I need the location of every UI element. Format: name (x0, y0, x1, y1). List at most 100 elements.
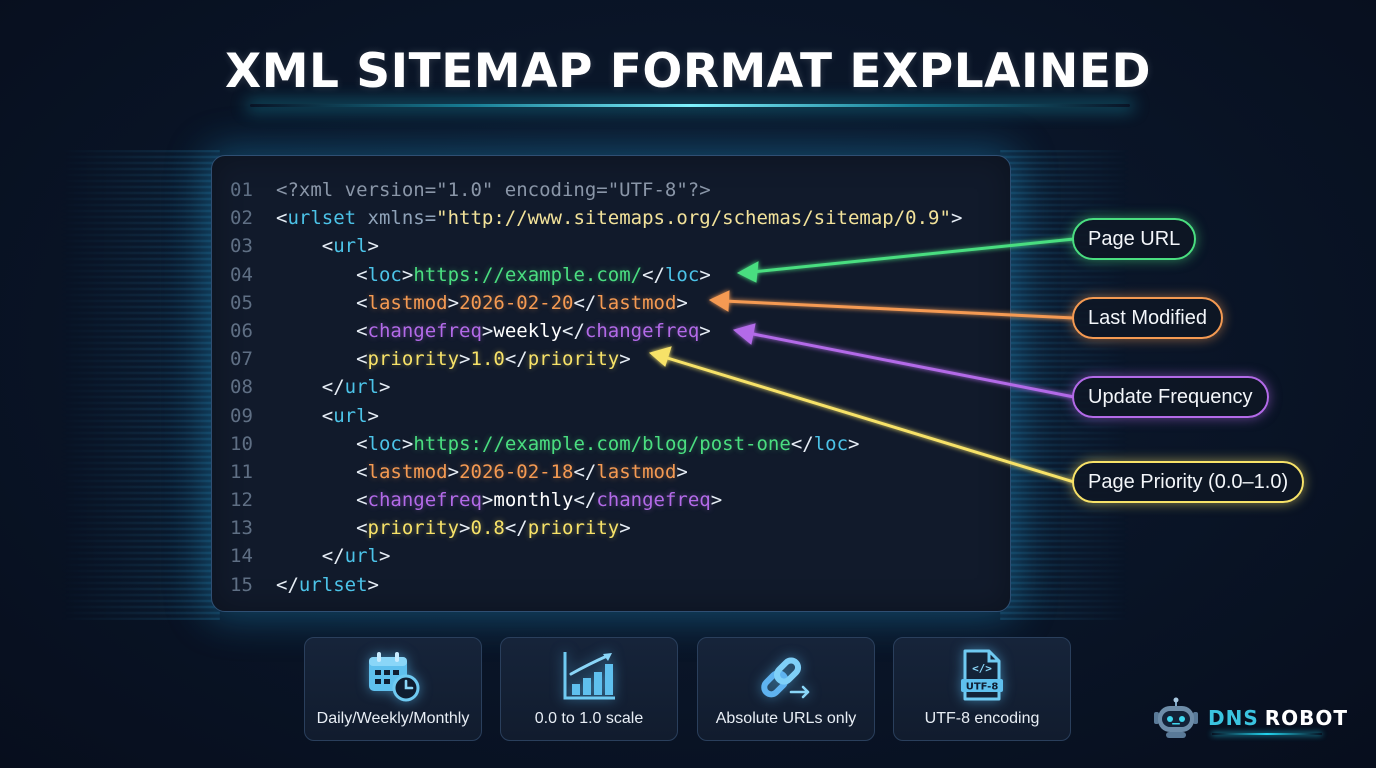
code-indent (276, 235, 322, 257)
code-text: </url> (276, 542, 391, 570)
line-number: 05 (230, 291, 253, 314)
code-indent (276, 292, 356, 314)
code-line: 15</urlset> (230, 571, 962, 599)
code-token: > (848, 432, 860, 455)
code-token: loc (664, 263, 700, 286)
feature-caption: 0.0 to 1.0 scale (534, 710, 644, 727)
code-text: <loc>https://example.com/blog/post-one</… (276, 430, 859, 458)
code-line: 14 </url> (230, 542, 962, 570)
code-text: </url> (276, 373, 391, 401)
feature-caption: UTF-8 encoding (924, 710, 1040, 727)
code-token: > (710, 489, 723, 512)
code-line: 09 <url> (230, 402, 962, 430)
calendar-clock-icon (363, 648, 423, 704)
code-token: < (356, 460, 368, 483)
code-token: > (676, 291, 688, 314)
code-text: <?xml version="1.0" encoding="UTF-8"?> (276, 176, 711, 204)
code-token: < (356, 319, 368, 342)
line-number: 06 (230, 319, 253, 342)
line-number: 10 (230, 432, 253, 455)
code-token: > (367, 404, 379, 427)
code-token: > (459, 517, 471, 540)
code-token: urlset (287, 207, 357, 230)
code-token: > (401, 432, 414, 455)
svg-text:</>: </> (972, 662, 992, 675)
code-token: url (333, 235, 368, 258)
code-panel: 01<?xml version="1.0" encoding="UTF-8"?>… (211, 155, 1011, 612)
robot-icon (1154, 697, 1198, 738)
code-line: 06 <changefreq>weekly</changefreq> (230, 317, 962, 345)
code-line: 05 <lastmod>2026-02-20</lastmod> (230, 289, 962, 317)
code-token: < (321, 404, 334, 427)
code-indent (276, 517, 356, 539)
code-line: 13 <priority>0.8</priority> (230, 514, 962, 542)
code-line: 04 <loc>https://example.com/</loc> (230, 261, 962, 289)
code-token: < (321, 235, 334, 258)
code-token: 2026-02-18 (459, 460, 574, 483)
line-number: 13 (230, 517, 253, 540)
code-token: lastmod (596, 291, 677, 314)
code-token: lastmod (596, 460, 677, 483)
code-text: <lastmod>2026-02-20</lastmod> (276, 289, 688, 317)
label-last-modified: Last Modified (1072, 297, 1223, 339)
code-token: "http://www.sitemaps.org/schemas/sitemap… (436, 207, 951, 230)
label-page-priority: Page Priority (0.0–1.0) (1072, 461, 1305, 503)
code-line: 12 <changefreq>monthly</changefreq> (230, 486, 962, 514)
code-text: <changefreq>monthly</changefreq> (276, 486, 722, 514)
code-token: > (367, 573, 379, 596)
code-token: url (344, 545, 379, 568)
line-number: 12 (230, 489, 253, 512)
logo-underline-glow (1212, 733, 1322, 735)
code-indent (276, 264, 356, 286)
code-token: priority (527, 348, 620, 371)
logo-text-dns: DNS (1208, 706, 1259, 730)
code-token: priority (367, 517, 460, 540)
page-title: XML SITEMAP FORMAT EXPLAINED (224, 44, 1151, 99)
link-arrow-icon (756, 648, 816, 704)
line-number: 09 (230, 404, 253, 427)
code-token: > (481, 489, 494, 512)
code-line: 11 <lastmod>2026-02-18</lastmod> (230, 458, 962, 486)
code-token: url (344, 376, 379, 399)
code-token: weekly (493, 319, 563, 342)
code-token: > (619, 517, 631, 540)
code-line: 10 <loc>https://example.com/blog/post-on… (230, 430, 962, 458)
code-token: url (333, 404, 368, 427)
code-token: 0.8 (470, 517, 505, 540)
code-token: > (619, 348, 631, 371)
code-token: </ (504, 517, 528, 540)
code-token: </ (276, 573, 299, 596)
feature-caption: Absolute URLs only (715, 710, 857, 727)
code-token: 1.0 (470, 348, 505, 371)
code-token: > (447, 460, 460, 483)
code-indent (276, 433, 356, 455)
code-token: </ (573, 489, 597, 512)
code-token: </ (790, 432, 814, 455)
code-token: > (447, 291, 460, 314)
code-indent (276, 461, 356, 483)
code-token: > (367, 235, 379, 258)
code-token: > (699, 319, 711, 342)
code-line: 03 <url> (230, 232, 962, 260)
line-number: 15 (230, 573, 253, 596)
label-page-url: Page URL (1072, 218, 1197, 260)
brand-logo: DNS ROBOT (1150, 697, 1348, 739)
label-update-frequency: Update Frequency (1072, 376, 1269, 418)
code-token: </ (321, 545, 345, 568)
code-indent (276, 320, 356, 342)
line-number: 02 (230, 207, 253, 230)
line-number: 14 (230, 545, 253, 568)
feature-card-absolute-urls: Absolute URLs only (697, 637, 875, 741)
code-token: > (459, 348, 471, 371)
code-token: < (356, 263, 368, 286)
code-token: </ (562, 319, 585, 342)
code-token: changefreq (596, 489, 711, 512)
code-token: loc (367, 263, 402, 286)
code-text: <lastmod>2026-02-18</lastmod> (276, 458, 688, 486)
code-token: > (378, 376, 391, 399)
code-text: <priority>1.0</priority> (276, 345, 631, 373)
code-token: < (356, 348, 368, 371)
code-indent (276, 348, 356, 370)
code-token: > (401, 263, 414, 286)
code-text: <priority>0.8</priority> (276, 514, 631, 542)
